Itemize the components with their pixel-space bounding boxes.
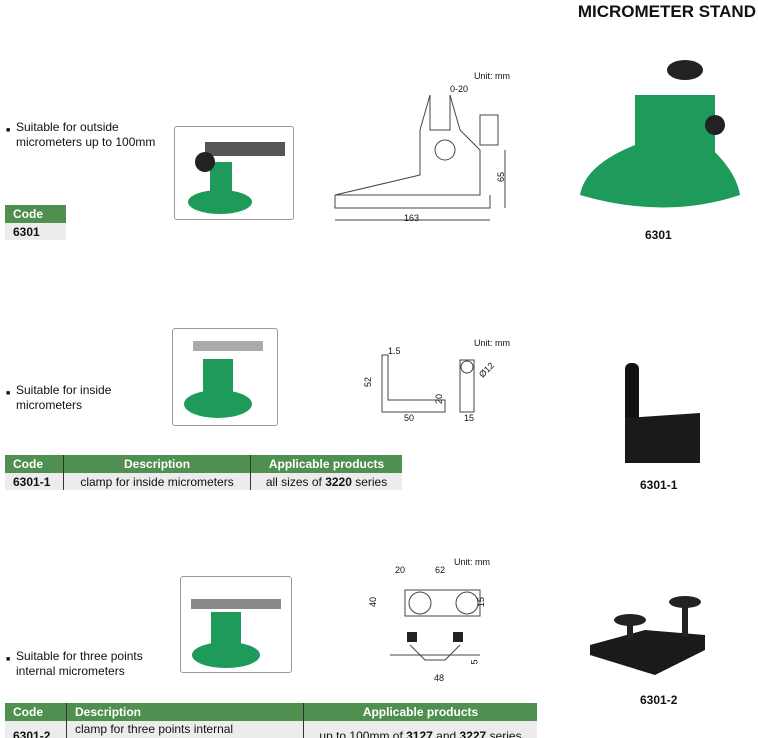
header-description: Description xyxy=(66,703,304,721)
code-cell: 6301-2 xyxy=(5,721,67,738)
dimension-label: 52 xyxy=(363,376,374,388)
product-photo xyxy=(174,126,294,220)
product-image xyxy=(625,363,700,463)
series-number: 3227 xyxy=(459,729,487,738)
unit-label: Unit: mm xyxy=(474,338,510,348)
dimension-label: 163 xyxy=(404,213,420,223)
dimension-label: 0-20 xyxy=(450,84,469,94)
product-photo xyxy=(172,328,278,426)
products-text: series xyxy=(351,474,388,489)
products-cell: up to 100mm of 3127 and 3227 series xyxy=(303,721,537,738)
products-text: all sizes of xyxy=(265,474,326,489)
dimension-label: 20 xyxy=(434,393,445,405)
dimension-label: 48 xyxy=(434,673,445,683)
product-caption: 6301-1 xyxy=(640,478,678,492)
dimension-label: 40 xyxy=(368,596,379,608)
unit-label: Unit: mm xyxy=(474,71,510,81)
feature-text: Suitable for outside micrometers up to 1… xyxy=(6,120,166,150)
technical-drawing xyxy=(381,354,475,413)
product-image xyxy=(580,60,740,208)
header-code: Code xyxy=(5,703,67,721)
dimension-label: 65 xyxy=(496,171,507,183)
series-number: 3220 xyxy=(325,474,352,489)
code-cell: 6301 xyxy=(5,223,66,240)
description-cell: clamp for three points internal micromet… xyxy=(66,721,304,738)
header-code: Code xyxy=(5,455,64,473)
header-description: Description xyxy=(62,455,251,473)
dimension-label: 20 xyxy=(395,565,406,575)
products-text: and xyxy=(432,729,460,738)
product-caption: 6301-2 xyxy=(640,693,678,707)
products-cell: all sizes of 3220 series xyxy=(250,473,402,490)
code-cell: 6301-1 xyxy=(5,473,64,490)
dimension-label: 15 xyxy=(464,413,475,423)
dimension-label: 5 xyxy=(469,659,480,665)
unit-label: Unit: mm xyxy=(454,557,490,567)
products-text: series xyxy=(486,729,522,738)
product-photo xyxy=(180,576,292,673)
header-products: Applicable products xyxy=(250,455,402,473)
series-number: 3127 xyxy=(406,729,433,738)
code-table: Code 6301 xyxy=(5,205,66,240)
page-title: MICROMETER STAND xyxy=(577,2,756,21)
header-products: Applicable products xyxy=(303,703,537,721)
dimension-label: 62 xyxy=(435,565,446,575)
description-cell: clamp for inside micrometers xyxy=(62,473,251,490)
dimension-label: 15 xyxy=(476,596,487,608)
dimension-label: 1.5 xyxy=(388,346,401,356)
product-image xyxy=(590,596,705,675)
header-code: Code xyxy=(5,205,66,223)
technical-drawing xyxy=(334,94,506,221)
product-caption: 6301 xyxy=(645,228,672,242)
technical-drawing xyxy=(390,589,481,661)
dimension-label: 50 xyxy=(404,413,415,423)
feature-text: Suitable for inside micrometers xyxy=(6,383,156,413)
feature-text: Suitable for three points internal micro… xyxy=(6,649,166,679)
products-text: up to 100mm of xyxy=(319,729,407,738)
